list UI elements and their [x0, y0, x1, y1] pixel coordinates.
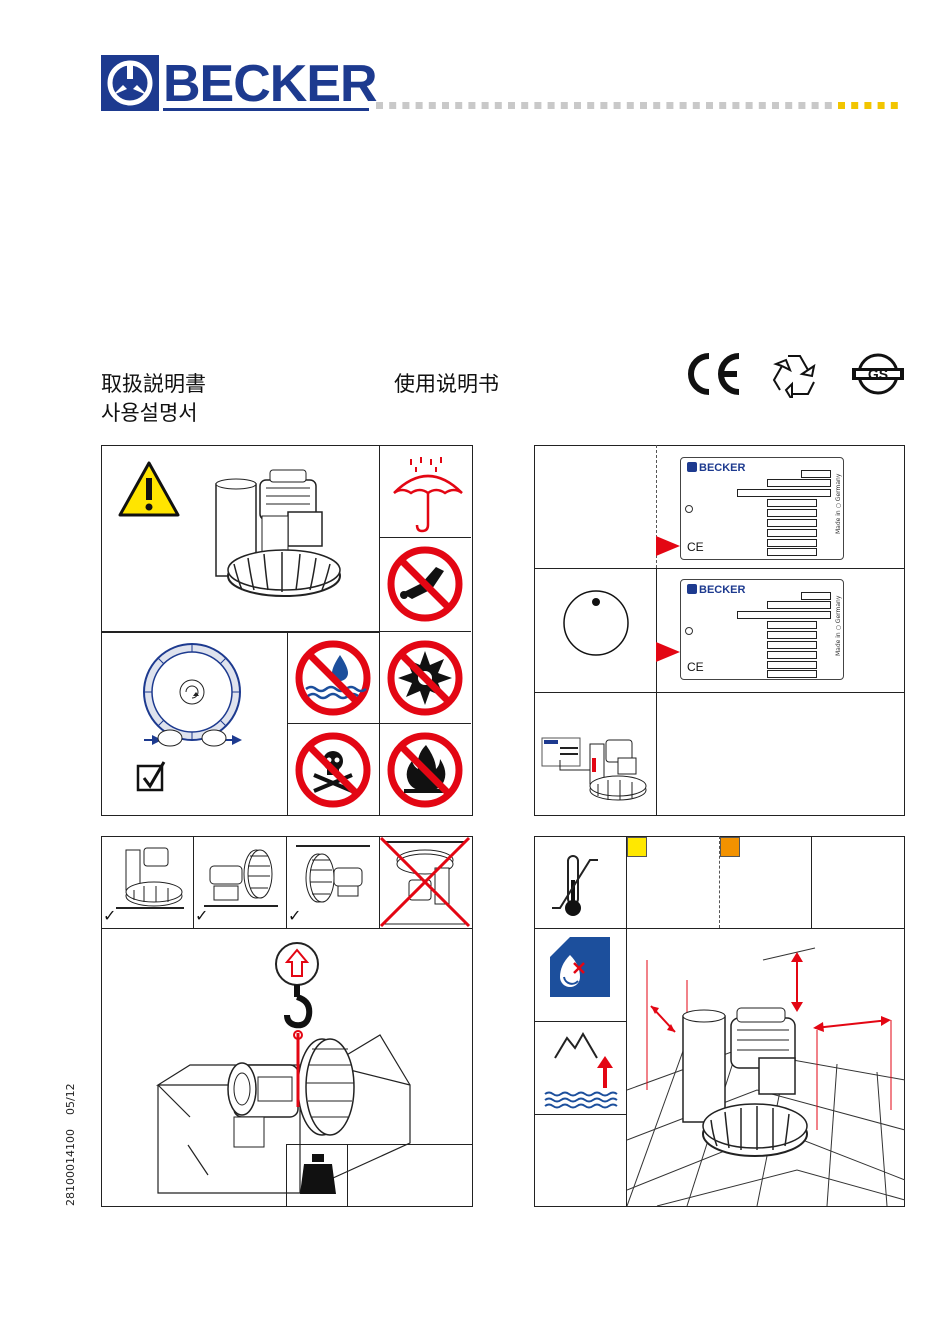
mount-ok-check-3: ✓	[288, 906, 301, 925]
rule-dot	[468, 102, 475, 109]
rule-dot	[798, 102, 805, 109]
becker-logo-mark	[101, 55, 159, 111]
mount-vertical-illustration	[108, 842, 188, 912]
rule-dot	[891, 102, 898, 109]
nameplate-location-illustration	[540, 730, 650, 810]
rule-dot	[878, 102, 885, 109]
nameplate-2: BECKER CE Made in ○ Germany	[680, 579, 844, 680]
rule-dot	[389, 102, 396, 109]
nameplate-brand: BECKER	[687, 462, 745, 474]
svg-text:GS: GS	[868, 366, 888, 382]
no-grinding-icon	[386, 545, 464, 623]
rule-dot	[587, 102, 594, 109]
mount-wall-illustration	[292, 842, 374, 912]
mount-upside-down-not-allowed	[379, 836, 471, 928]
temp-swatch-yellow	[627, 837, 647, 857]
no-fire-icon	[386, 731, 464, 809]
no-toxic-icon	[294, 731, 372, 809]
rule-dot	[746, 102, 753, 109]
rule-dot	[732, 102, 739, 109]
title-korean: 사용설명서	[101, 397, 198, 427]
lift-hook-icon	[272, 940, 332, 1030]
rule-dot	[759, 102, 766, 109]
brand-underline	[163, 108, 369, 111]
rule-dot	[521, 102, 528, 109]
rule-dot	[838, 102, 845, 109]
rule-dot	[442, 102, 449, 109]
rule-dot	[614, 102, 621, 109]
rule-dot	[376, 102, 383, 109]
installation-clearance-illustration	[627, 930, 905, 1206]
mount-ok-check-1: ✓	[103, 906, 116, 925]
document-code: 28100014100 05/12	[64, 1083, 77, 1206]
weight-icon	[298, 1152, 338, 1196]
altitude-icon	[541, 1028, 621, 1114]
rule-dot	[534, 102, 541, 109]
title-chinese: 使用说明书	[394, 368, 499, 398]
rule-dot	[825, 102, 832, 109]
umbrella-rain-icon	[388, 455, 468, 535]
brand-name: BECKER	[163, 58, 377, 110]
rule-dot	[600, 102, 607, 109]
rotation-direction-icon	[122, 636, 262, 756]
no-water-icon	[294, 639, 372, 717]
dial-icon	[561, 588, 631, 658]
recycle-icon	[768, 352, 820, 398]
temp-swatch-orange	[720, 837, 740, 857]
rule-dot	[455, 102, 462, 109]
rule-dot	[666, 102, 673, 109]
rule-dot	[719, 102, 726, 109]
rule-dot	[495, 102, 502, 109]
gs-mark-icon: GS	[850, 352, 906, 396]
no-explosive-icon	[386, 639, 464, 717]
mount-horizontal-illustration	[200, 842, 282, 912]
nameplate-origin: Made in ○ Germany	[835, 474, 842, 534]
header-dotted-rule	[376, 102, 906, 110]
rule-dot	[416, 102, 423, 109]
rule-dot	[429, 102, 436, 109]
rule-dot	[864, 102, 871, 109]
rule-dot	[402, 102, 409, 109]
rule-dot	[693, 102, 700, 109]
title-japanese: 取扱説明書	[101, 368, 206, 398]
nameplate-ce: CE	[687, 540, 704, 554]
ce-mark-icon	[683, 352, 743, 396]
rule-dot	[561, 102, 568, 109]
becker-logo: BECKER	[101, 55, 371, 111]
nameplate-pointer-1	[656, 536, 680, 556]
rule-dot	[482, 102, 489, 109]
no-water-spray-icon	[550, 937, 610, 997]
rule-dot	[706, 102, 713, 109]
rule-dot	[653, 102, 660, 109]
rule-dot	[812, 102, 819, 109]
thermometer-icon	[550, 850, 600, 920]
rule-dot	[508, 102, 515, 109]
mount-ok-check-2: ✓	[195, 906, 208, 925]
checkbox-checked-icon	[136, 760, 168, 792]
rule-dot	[772, 102, 779, 109]
rule-dot	[627, 102, 634, 109]
vacuum-pump-illustration	[212, 466, 372, 616]
rule-dot	[851, 102, 858, 109]
warning-triangle-icon	[117, 460, 181, 518]
rule-dot	[548, 102, 555, 109]
nameplate-pointer-2	[656, 642, 680, 662]
nameplate-1: BECKER CE Made in ○ Germany	[680, 457, 844, 560]
rule-dot	[640, 102, 647, 109]
upper-panel-divider	[101, 631, 379, 633]
rule-dot	[785, 102, 792, 109]
rule-dot	[680, 102, 687, 109]
rule-dot	[574, 102, 581, 109]
